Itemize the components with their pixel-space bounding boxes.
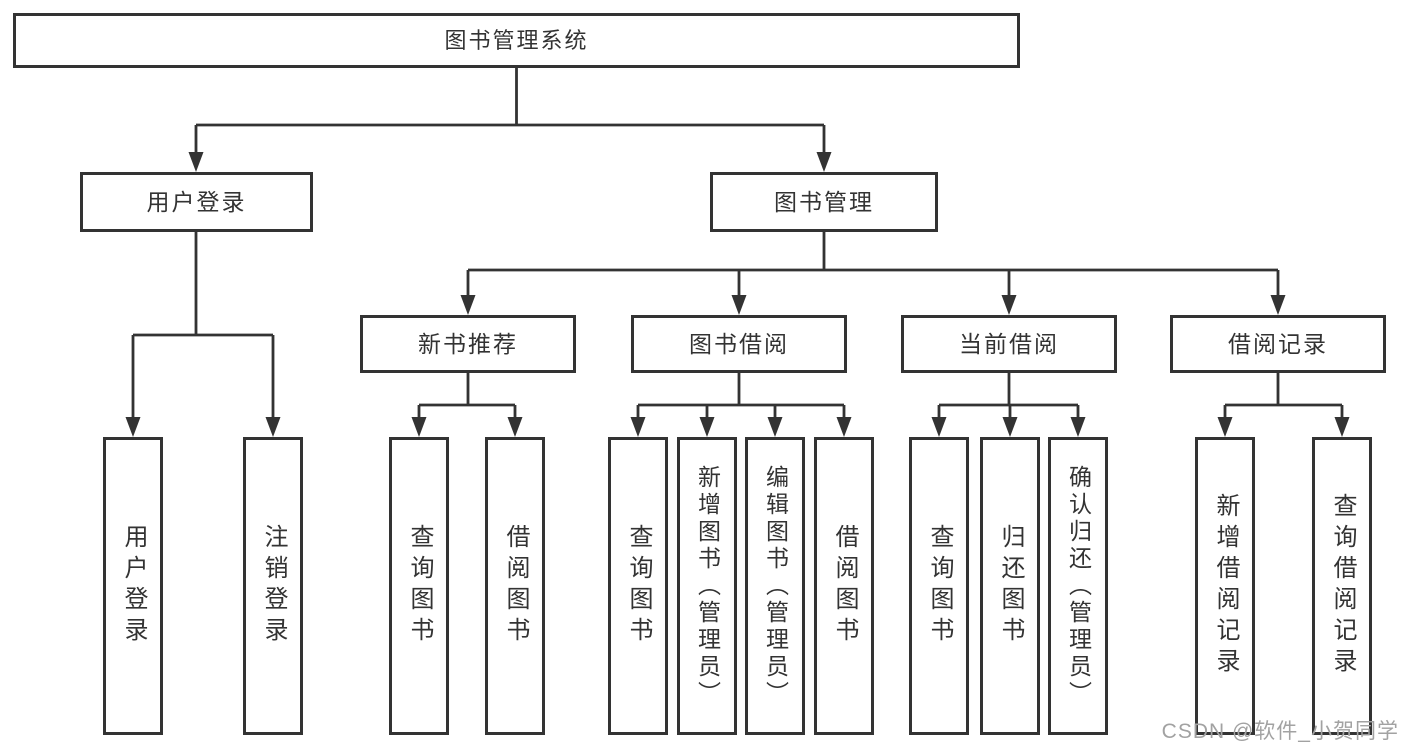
leaf-borrow-edit-admin: 编辑图书（管理员） <box>745 437 805 735</box>
leaf-records-query: 查询借阅记录 <box>1312 437 1372 735</box>
leaf-current-confirm-admin: 确认归还（管理员） <box>1048 437 1108 735</box>
leaf-newbook-borrow-label: 借阅图书 <box>502 524 529 648</box>
leaf-records-add-label: 新增借阅记录 <box>1212 493 1239 679</box>
leaf-current-return: 归还图书 <box>980 437 1040 735</box>
node-current-borrow: 当前借阅 <box>901 315 1117 373</box>
node-book-borrow-label: 图书借阅 <box>689 330 789 357</box>
leaf-borrow-add-admin: 新增图书（管理员） <box>677 437 737 735</box>
leaf-current-return-label: 归还图书 <box>997 524 1024 648</box>
node-new-book-recommend-label: 新书推荐 <box>418 330 518 357</box>
leaf-current-query-label: 查询图书 <box>926 524 953 648</box>
leaf-borrow-borrow: 借阅图书 <box>814 437 874 735</box>
node-user-login-label: 用户登录 <box>146 188 247 215</box>
leaf-logout-label: 注销登录 <box>260 524 287 648</box>
node-borrow-records-label: 借阅记录 <box>1228 330 1328 357</box>
leaf-records-query-label: 查询借阅记录 <box>1329 493 1356 679</box>
leaf-newbook-query: 查询图书 <box>389 437 449 735</box>
leaf-records-add: 新增借阅记录 <box>1195 437 1255 735</box>
node-new-book-recommend: 新书推荐 <box>360 315 576 373</box>
leaf-current-confirm-admin-label: 确认归还（管理员） <box>1065 464 1092 708</box>
node-root-label: 图书管理系统 <box>444 27 589 53</box>
leaf-newbook-borrow: 借阅图书 <box>485 437 545 735</box>
node-book-borrow: 图书借阅 <box>631 315 847 373</box>
node-book-management: 图书管理 <box>710 172 938 232</box>
node-book-management-label: 图书管理 <box>774 188 874 215</box>
leaf-borrow-edit-admin-label: 编辑图书（管理员） <box>762 464 789 708</box>
leaf-logout: 注销登录 <box>243 437 303 735</box>
leaf-borrow-add-admin-label: 新增图书（管理员） <box>694 464 721 708</box>
node-root: 图书管理系统 <box>13 13 1020 68</box>
csdn-watermark: CSDN @软件_小贺同学 <box>1161 720 1399 743</box>
connector-lines <box>131 68 1344 421</box>
leaf-borrow-borrow-label: 借阅图书 <box>831 524 858 648</box>
leaf-user-login-label: 用户登录 <box>120 524 147 648</box>
leaf-current-query: 查询图书 <box>909 437 969 735</box>
node-current-borrow-label: 当前借阅 <box>959 330 1059 357</box>
leaf-user-login: 用户登录 <box>103 437 163 735</box>
leaf-borrow-query-label: 查询图书 <box>625 524 652 648</box>
node-user-login: 用户登录 <box>80 172 313 232</box>
leaf-borrow-query: 查询图书 <box>608 437 668 735</box>
leaf-newbook-query-label: 查询图书 <box>406 524 433 648</box>
node-borrow-records: 借阅记录 <box>1170 315 1386 373</box>
